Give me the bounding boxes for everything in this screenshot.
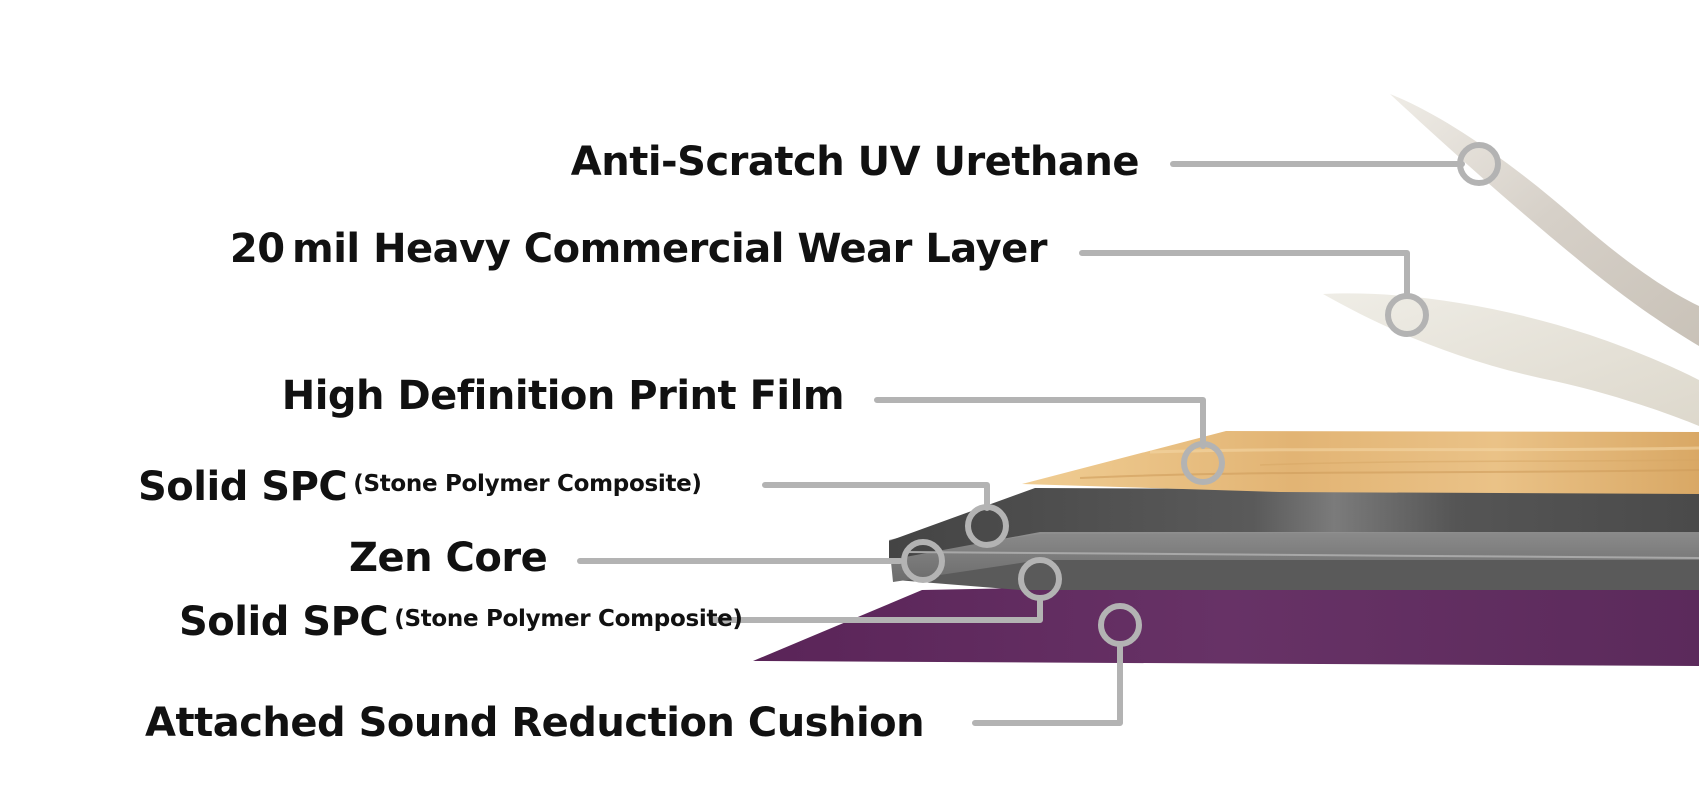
leader-line-spc-top bbox=[762, 482, 990, 511]
label-solid-spc-bottom-main: Solid SPC bbox=[179, 599, 389, 645]
uv-coating-shape bbox=[1390, 94, 1699, 346]
leader-line-cushion bbox=[972, 641, 1123, 726]
leader-line-print bbox=[874, 397, 1206, 449]
spc-stack-shape bbox=[889, 488, 1699, 590]
label-uv-urethane: Anti-Scratch UV Urethane bbox=[570, 139, 1140, 185]
leader-line-spc-bottom bbox=[711, 595, 1043, 623]
label-print-film: High Definition Print Film bbox=[281, 373, 845, 419]
print-film-shape bbox=[1022, 431, 1699, 494]
leader-ring-wear bbox=[1385, 293, 1429, 337]
leader-ring-core bbox=[901, 539, 945, 583]
label-solid-spc-top-main: Solid SPC bbox=[138, 464, 348, 510]
leader-ring-uv bbox=[1457, 142, 1501, 186]
label-solid-spc-top: Solid SPC(Stone Polymer Composite) bbox=[138, 467, 702, 507]
label-solid-spc-bottom: Solid SPC(Stone Polymer Composite) bbox=[179, 602, 743, 642]
label-solid-spc-bottom-sub: (Stone Polymer Composite) bbox=[394, 606, 743, 632]
label-solid-spc-top-sub: (Stone Polymer Composite) bbox=[353, 471, 702, 497]
leader-ring-print bbox=[1181, 441, 1225, 485]
label-zen-core: Zen Core bbox=[349, 535, 548, 581]
leader-ring-cushion bbox=[1098, 603, 1142, 647]
cushion-layer-shape bbox=[753, 575, 1699, 666]
label-wear-layer: 20 mil Heavy Commercial Wear Layer bbox=[229, 226, 1048, 272]
leader-line-wear bbox=[1079, 250, 1410, 299]
label-sound-cushion: Attached Sound Reduction Cushion bbox=[145, 700, 925, 746]
leader-ring-spc-bottom bbox=[1018, 557, 1062, 601]
wear-layer-shape bbox=[1323, 293, 1699, 426]
leader-ring-spc-top bbox=[965, 504, 1009, 548]
